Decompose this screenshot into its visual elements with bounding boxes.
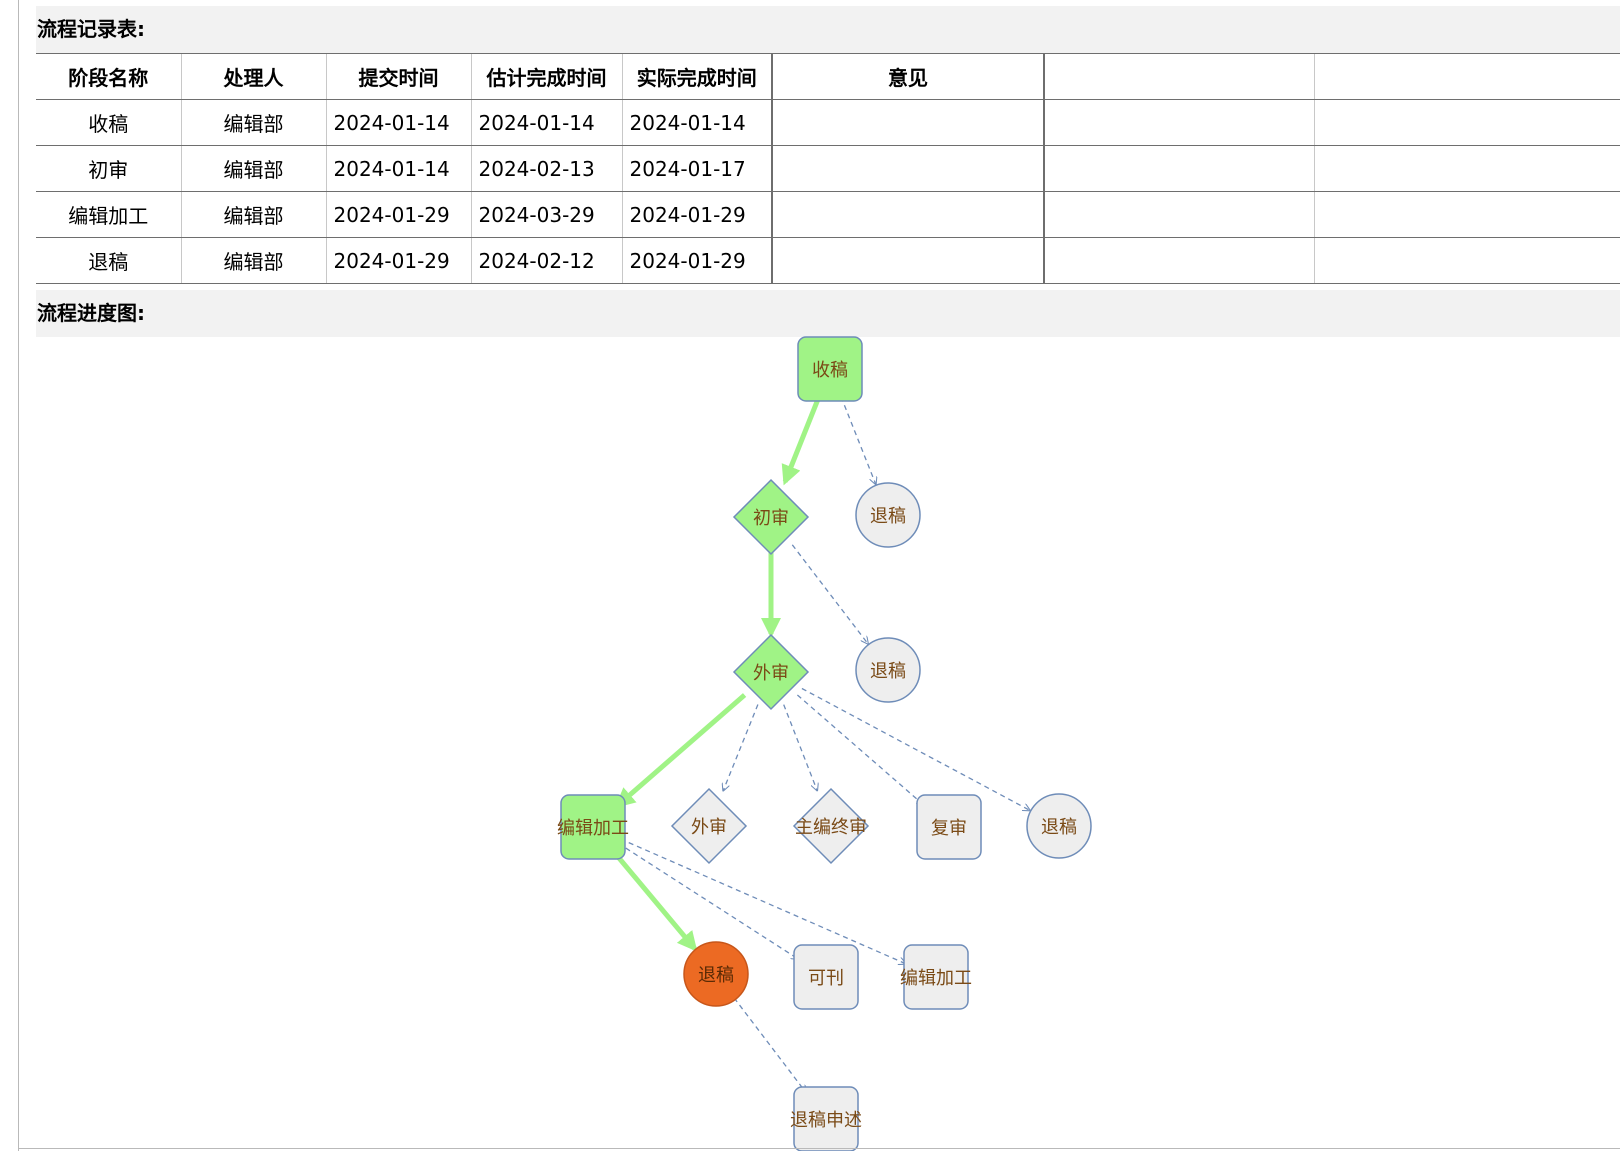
flow-node-label: 外审 (691, 817, 727, 838)
cell-submit-time: 2024-01-29 (325, 237, 471, 284)
table-row: 收稿 编辑部 2024-01-14 2024-01-14 2024-01-14 (36, 99, 1620, 146)
cell-actual-time: 2024-01-17 (621, 145, 772, 192)
flow-node-shape (916, 794, 982, 860)
flow-node-shape (683, 941, 749, 1007)
flow-node-shape (732, 633, 810, 711)
flow-node-shape (903, 944, 969, 1010)
flow-node-label: 编辑加工 (900, 968, 972, 989)
process-record-table: 阶段名称 处理人 提交时间 估计完成时间 实际完成时间 意见 收稿 编辑部 20… (36, 53, 1620, 284)
cell-handler: 编辑部 (180, 145, 326, 192)
flow-node-label: 编辑加工 (557, 818, 629, 839)
col-header-estimated-time: 估计完成时间 (470, 53, 622, 100)
flow-edge-n11-n14 (733, 997, 806, 1093)
progress-section-title: 流程进度图: (36, 290, 1620, 337)
flow-node-shape (793, 1086, 859, 1151)
flow-edge-n2-n5 (791, 544, 868, 644)
col-header-actual-time: 实际完成时间 (621, 53, 772, 100)
flow-node-label: 主编终审 (795, 817, 867, 838)
flow-node-label: 收稿 (812, 360, 848, 381)
flow-node-n14[interactable]: 退稿申述 (790, 1086, 862, 1151)
flow-node-n5[interactable]: 退稿 (855, 637, 921, 703)
cell-extra-1 (1043, 99, 1314, 146)
cell-estimated-time: 2024-03-29 (470, 191, 622, 238)
cell-opinion (771, 99, 1044, 146)
table-row: 退稿 编辑部 2024-01-29 2024-02-12 2024-01-29 (36, 237, 1620, 284)
col-header-stage: 阶段名称 (36, 53, 181, 100)
flow-node-label: 初审 (753, 508, 789, 529)
flow-node-shape (670, 787, 748, 865)
flow-node-shape (1026, 793, 1092, 859)
flow-edge-n4-n9 (796, 694, 924, 805)
cell-extra-1 (1043, 191, 1314, 238)
flow-node-label: 退稿申述 (790, 1110, 862, 1131)
cell-handler: 编辑部 (180, 237, 326, 284)
flow-node-shape (560, 794, 626, 860)
col-header-extra-2 (1313, 53, 1620, 100)
flow-edge-n6-n13 (620, 838, 906, 964)
cell-estimated-time: 2024-02-13 (470, 145, 622, 192)
flow-node-n10[interactable]: 退稿 (1026, 793, 1092, 859)
cell-estimated-time: 2024-01-14 (470, 99, 622, 146)
flow-node-shape (732, 478, 810, 556)
col-header-extra-1 (1043, 53, 1314, 100)
col-header-opinion: 意见 (771, 53, 1044, 100)
flow-node-n11[interactable]: 退稿 (683, 941, 749, 1007)
flow-edge-n4-n6 (614, 693, 747, 808)
flow-node-label: 复审 (931, 818, 967, 839)
flow-node-n2[interactable]: 初审 (732, 478, 810, 556)
flow-node-n6[interactable]: 编辑加工 (557, 794, 629, 860)
flow-node-n9[interactable]: 复审 (916, 794, 982, 860)
cell-actual-time: 2024-01-29 (621, 237, 772, 284)
cell-opinion (771, 237, 1044, 284)
col-header-submit-time: 提交时间 (325, 53, 471, 100)
cell-stage: 编辑加工 (36, 191, 181, 238)
flow-node-shape (855, 482, 921, 548)
cell-extra-2 (1313, 237, 1620, 284)
flow-edge-n1-n3 (840, 396, 876, 484)
flow-node-n1[interactable]: 收稿 (797, 336, 863, 402)
record-section-title: 流程记录表: (36, 6, 1620, 53)
flow-node-label: 退稿 (698, 965, 734, 986)
cell-submit-time: 2024-01-29 (325, 191, 471, 238)
cell-extra-1 (1043, 237, 1314, 284)
flow-node-n8[interactable]: 主编终审 (792, 787, 870, 865)
frame-left-border (18, 0, 19, 1151)
flow-node-shape (792, 787, 870, 865)
flow-node-n13[interactable]: 编辑加工 (900, 944, 972, 1010)
flow-node-shape (793, 944, 859, 1010)
cell-stage: 退稿 (36, 237, 181, 284)
cell-stage: 收稿 (36, 99, 181, 146)
flow-node-shape (797, 336, 863, 402)
flow-edge-n4-n7 (723, 704, 759, 791)
flow-edge-n1-n2 (781, 395, 822, 486)
flow-node-n7[interactable]: 外审 (670, 787, 748, 865)
cell-estimated-time: 2024-02-12 (470, 237, 622, 284)
cell-handler: 编辑部 (180, 99, 326, 146)
flow-node-shape (855, 637, 921, 703)
flow-edge-n6-n11 (610, 848, 698, 952)
flow-node-n12[interactable]: 可刊 (793, 944, 859, 1010)
flow-node-label: 退稿 (870, 661, 906, 682)
flow-node-label: 退稿 (870, 506, 906, 527)
flow-node-label: 外审 (753, 663, 789, 684)
flow-node-label: 可刊 (808, 968, 844, 989)
flow-edge-n4-n10 (801, 687, 1030, 811)
flow-node-n3[interactable]: 退稿 (855, 482, 921, 548)
cell-handler: 编辑部 (180, 191, 326, 238)
frame-bottom-border (18, 1148, 1620, 1149)
flow-edge-n4-n8 (783, 704, 818, 791)
table-header-row: 阶段名称 处理人 提交时间 估计完成时间 实际完成时间 意见 (36, 53, 1620, 100)
flow-node-label: 退稿 (1041, 817, 1077, 838)
flow-node-n4[interactable]: 外审 (732, 633, 810, 711)
cell-submit-time: 2024-01-14 (325, 145, 471, 192)
